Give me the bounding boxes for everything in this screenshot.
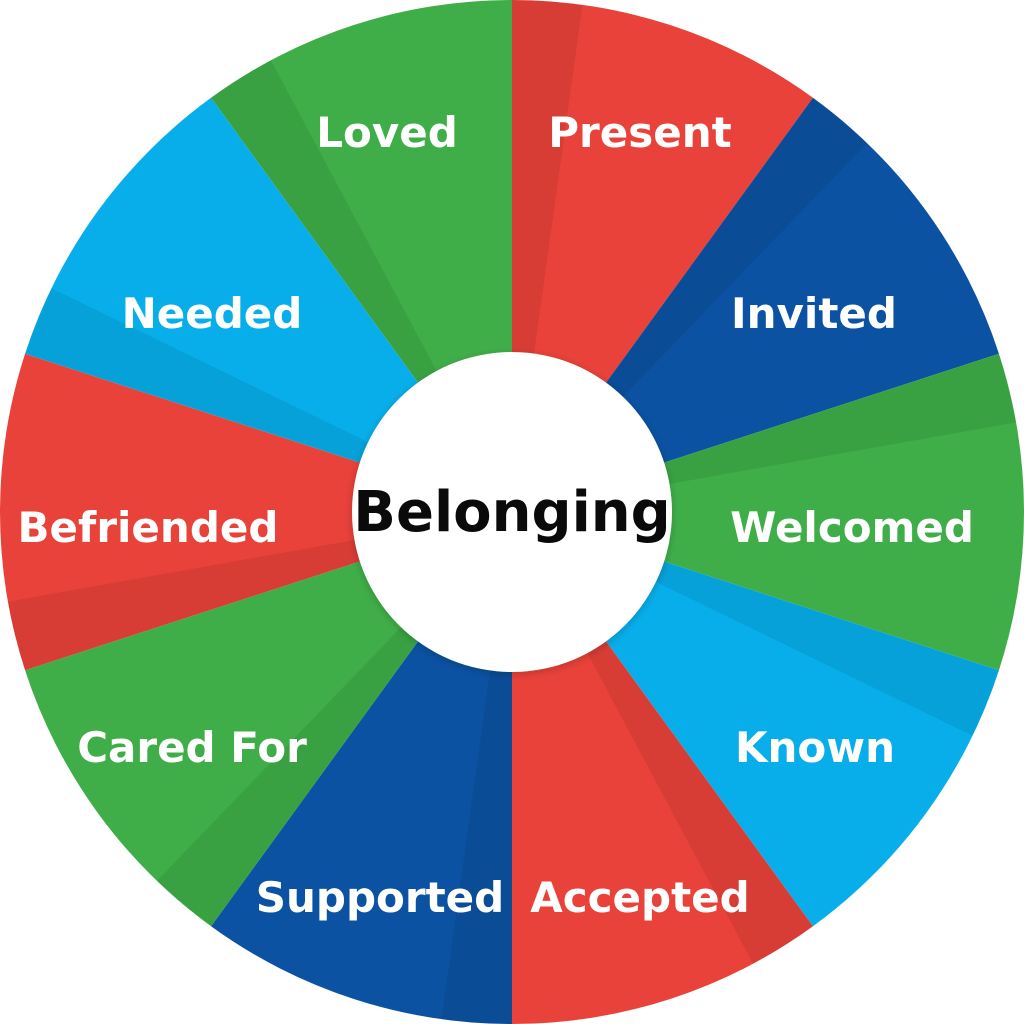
segment-label-welcomed: Welcomed bbox=[730, 503, 974, 552]
segment-label-known: Known bbox=[735, 723, 895, 772]
center-label: Belonging bbox=[353, 480, 670, 545]
segment-label-loved: Loved bbox=[316, 108, 458, 157]
segment-befriended bbox=[0, 353, 512, 671]
segment-label-needed: Needed bbox=[122, 289, 303, 338]
center-hub bbox=[352, 352, 672, 672]
segment-label-invited: Invited bbox=[731, 289, 897, 338]
segment-label-cared-for: Cared For bbox=[77, 723, 307, 772]
segment-label-present: Present bbox=[548, 108, 731, 157]
segment-label-befriended: Befriended bbox=[18, 503, 279, 552]
segment-label-accepted: Accepted bbox=[530, 873, 749, 922]
segment-welcomed bbox=[512, 353, 1024, 671]
segment-label-supported: Supported bbox=[256, 873, 504, 922]
